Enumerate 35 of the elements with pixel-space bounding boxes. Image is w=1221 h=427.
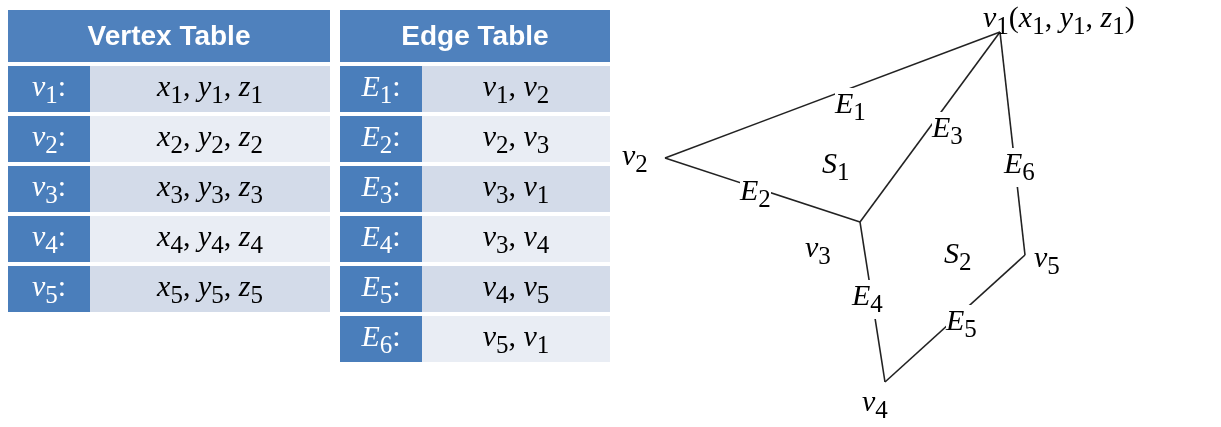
key-cell: E$_{5}$: [340, 266, 422, 312]
value-cell: x$_{1}$, y$_{1}$, z$_{1}$ [90, 66, 330, 112]
key-cell: E$_{2}$: [340, 116, 422, 162]
key-cell: E$_{4}$: [340, 216, 422, 262]
key-cell: v$_{5}$: [8, 266, 90, 312]
vertex-label: v$_{2}$ [622, 140, 648, 179]
edge-label: E$_{6}$ [1004, 148, 1035, 187]
face-label: S$_{2}$ [944, 238, 972, 277]
table-header: Edge Table [340, 10, 610, 62]
value-cell: x$_{2}$, y$_{2}$, z$_{2}$ [90, 116, 330, 162]
value-cell: v$_{2}$, v$_{3}$ [422, 116, 610, 162]
value-cell: x$_{3}$, y$_{3}$, z$_{3}$ [90, 166, 330, 212]
value-cell: v$_{5}$, v$_{1}$ [422, 316, 610, 362]
edge-label: E$_{4}$ [852, 280, 883, 319]
value-cell: v$_{3}$, v$_{4}$ [422, 216, 610, 262]
key-cell: E$_{3}$: [340, 166, 422, 212]
key-cell: v$_{4}$: [8, 216, 90, 262]
value-cell: x$_{4}$, y$_{4}$, z$_{4}$ [90, 216, 330, 262]
mesh-edge [859, 31, 1001, 223]
face-label: S$_{1}$ [822, 148, 850, 187]
key-cell: v$_{3}$: [8, 166, 90, 212]
value-cell: v$_{3}$, v$_{1}$ [422, 166, 610, 212]
key-cell: v$_{2}$: [8, 116, 90, 162]
mesh-edge [664, 31, 1001, 159]
value-cell: v$_{4}$, v$_{5}$ [422, 266, 610, 312]
vertex-label: v$_{1}$(x$_{1}$, y$_{1}$, z$_{1}$) [983, 2, 1135, 41]
key-cell: E$_{1}$: [340, 66, 422, 112]
value-cell: x$_{5}$, y$_{5}$, z$_{5}$ [90, 266, 330, 312]
key-cell: v$_{1}$: [8, 66, 90, 112]
vertex-label: v$_{4}$ [862, 386, 888, 425]
vertex-label: v$_{3}$ [805, 232, 831, 271]
key-cell: E$_{6}$: [340, 316, 422, 362]
value-cell: v$_{1}$, v$_{2}$ [422, 66, 610, 112]
vertex-label: v$_{5}$ [1034, 242, 1060, 281]
table-header: Vertex Table [8, 10, 330, 62]
